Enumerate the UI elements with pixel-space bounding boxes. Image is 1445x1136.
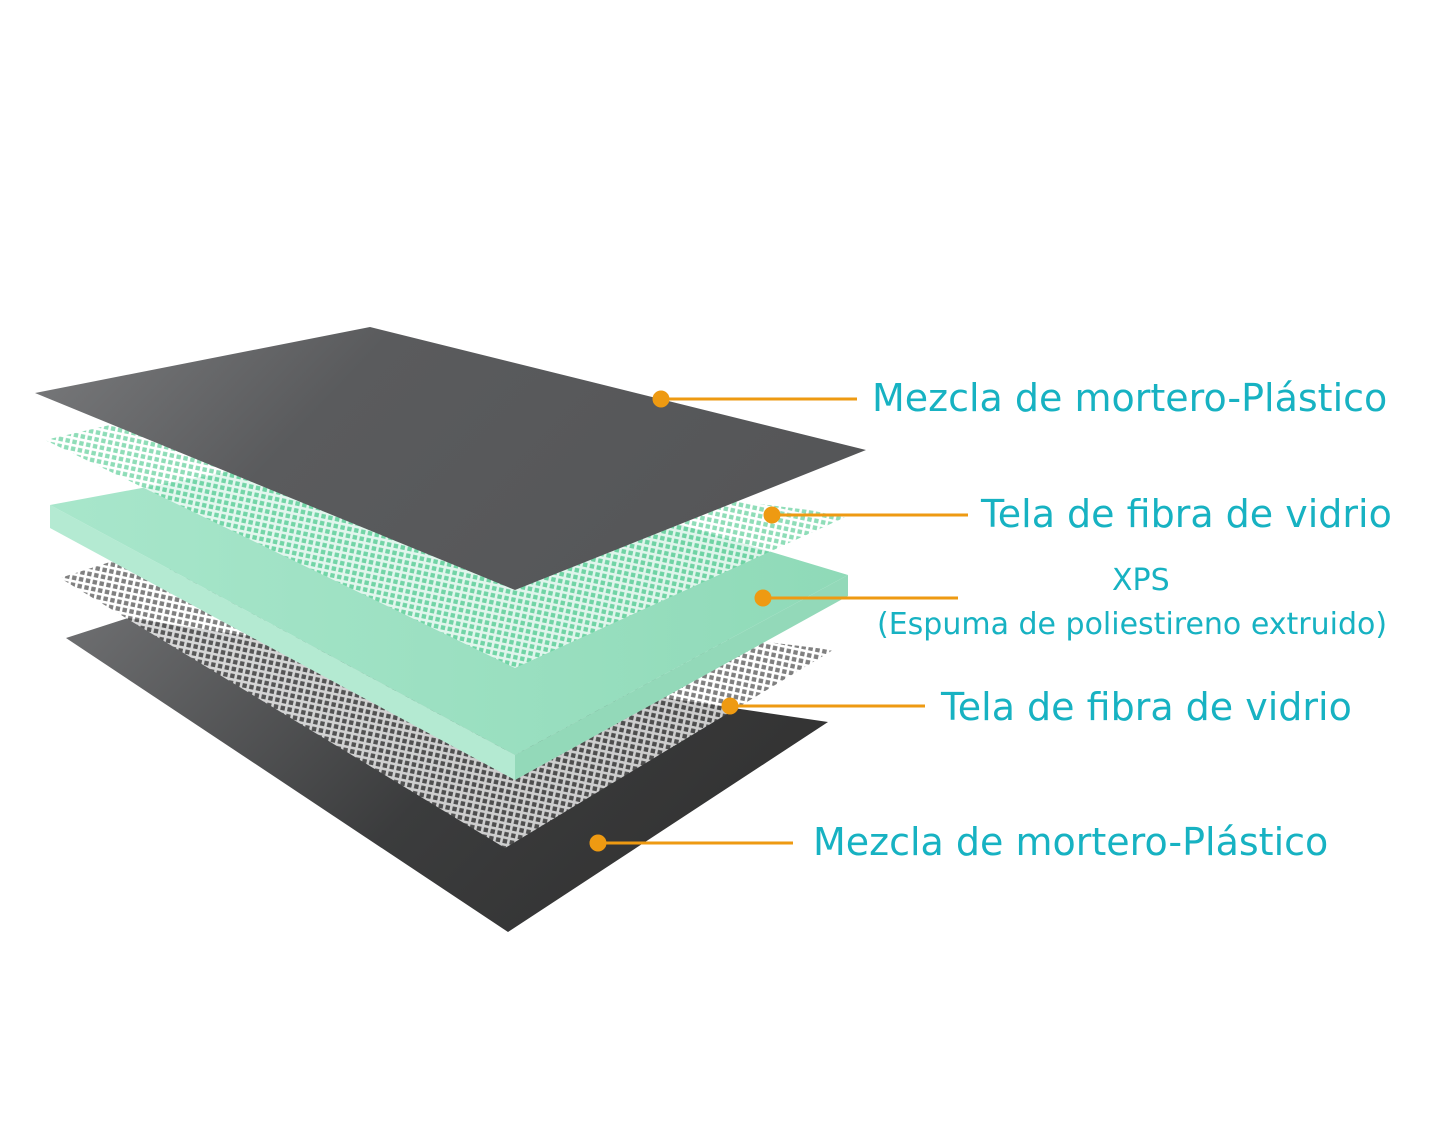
leader-dot	[652, 390, 670, 408]
label-upper-mesh: Tela de fibra de vidrio	[981, 492, 1392, 536]
leader-dot	[763, 506, 781, 524]
label-bottom-mortar: Mezcla de mortero-Plástico	[813, 820, 1329, 864]
label-lower-mesh: Tela de fibra de vidrio	[941, 685, 1352, 729]
xps-slab-side	[50, 505, 515, 780]
leader-dot	[754, 589, 772, 607]
top-mortar-layer	[35, 327, 866, 590]
label-top-mortar: Mezcla de mortero-Plástico	[872, 376, 1388, 420]
leader-dot	[721, 697, 739, 715]
label-xps-sub: (Espuma de poliestireno extruido)	[877, 607, 1388, 642]
label-xps: XPS	[1112, 563, 1170, 598]
leader-dot	[589, 834, 607, 852]
xps-slab-side-right	[515, 575, 848, 780]
